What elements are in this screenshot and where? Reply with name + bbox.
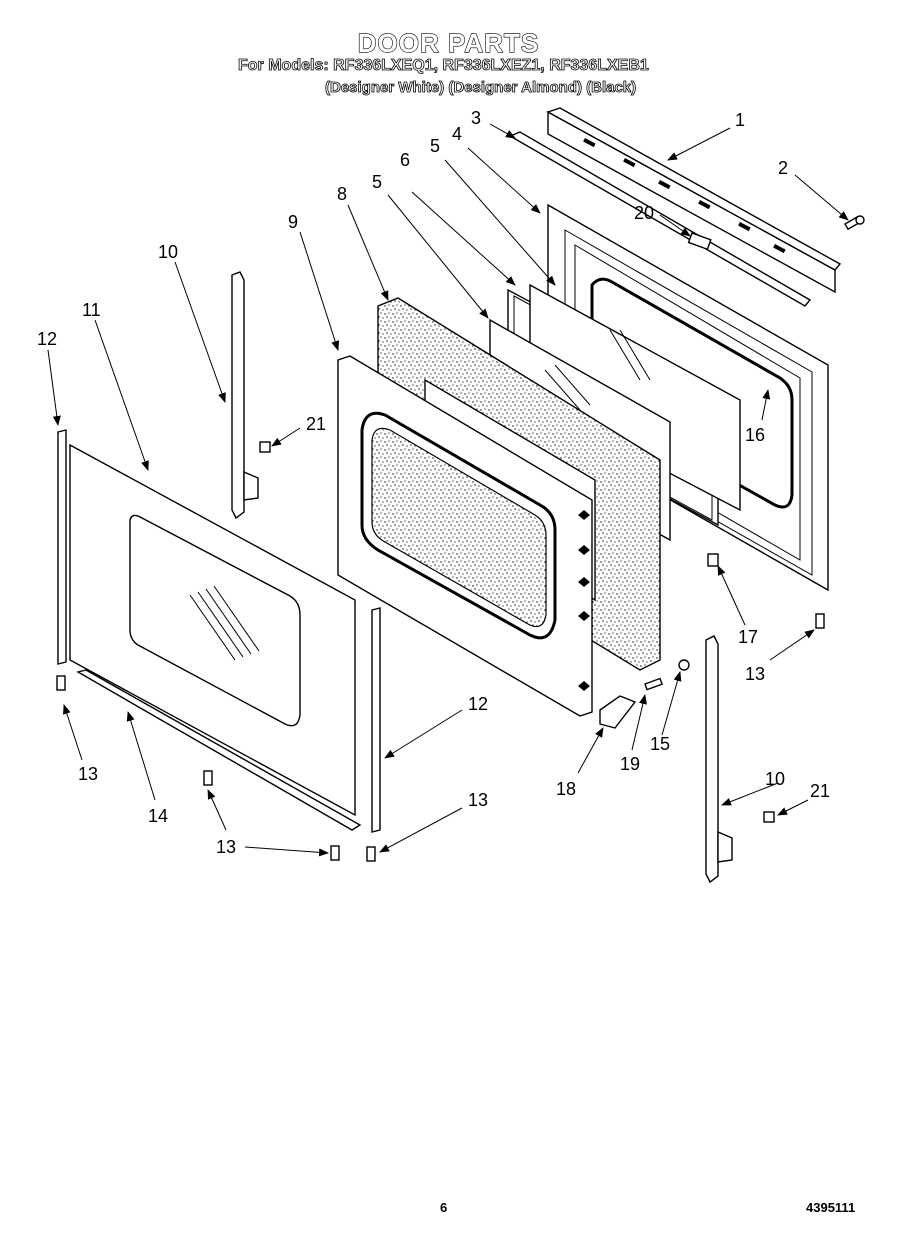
callout-18: 18 [556,779,576,799]
part-20-label [687,232,712,251]
part-15-bumper [678,659,690,671]
callout-17: 17 [738,627,758,647]
part-14-bottom-trim [76,669,362,831]
part-10-hinge-right [705,635,733,884]
callout-12b: 12 [468,694,488,714]
part-1-top-trim [546,107,842,294]
page-number: 6 [440,1200,448,1215]
callout-20: 20 [634,203,654,223]
variants-line: (Designer White) (Designer Almond) (Blac… [325,79,637,97]
callout-8: 8 [337,184,347,204]
callout-1: 1 [735,110,745,130]
callout-2: 2 [778,158,788,178]
callout-14: 14 [148,806,168,826]
models-line: For Models: RF336LXEQ1, RF336LXEZ1, RF33… [238,57,650,75]
callout-5b: 5 [372,172,382,192]
part-10-hinge-left [231,271,259,520]
callout-21b: 21 [810,781,830,801]
part-2-screw [844,215,865,231]
callout-10b: 10 [765,769,785,789]
callout-13c: 13 [468,790,488,810]
callout-11: 11 [82,300,101,320]
callout-16: 16 [745,425,765,445]
callout-12a: 12 [37,329,57,349]
callout-13a: 13 [78,764,98,784]
part-9-door-liner [337,355,593,717]
part-18-bracket [599,695,637,729]
callout-15: 15 [650,734,670,754]
part-11-outer-door [69,443,356,817]
callout-labels: 1 2 3 4 5 6 5 8 9 20 10 11 12 21 16 17 1… [37,108,830,857]
callout-6: 6 [400,150,410,170]
part-21-clip-right [763,811,775,823]
callout-3: 3 [471,108,481,128]
callout-5a: 5 [430,136,440,156]
leader-lines [47,123,849,857]
callout-13b: 13 [216,837,236,857]
callout-4: 4 [452,124,462,144]
part-21-clip-left [259,441,271,453]
callout-10a: 10 [158,242,178,262]
page-title: DOOR PARTS [357,27,540,58]
part-19-screw [644,677,663,691]
callout-13e: 13 [745,664,765,684]
part-17-clip [707,553,719,567]
callout-19: 19 [620,754,640,774]
part-13-screws [56,613,825,862]
callout-9: 9 [288,212,298,232]
part-12-side-strip-right [371,607,381,833]
callout-21a: 21 [306,414,326,434]
document-code: 4395111 [806,1200,856,1215]
part-12-side-strip-left [57,429,67,665]
